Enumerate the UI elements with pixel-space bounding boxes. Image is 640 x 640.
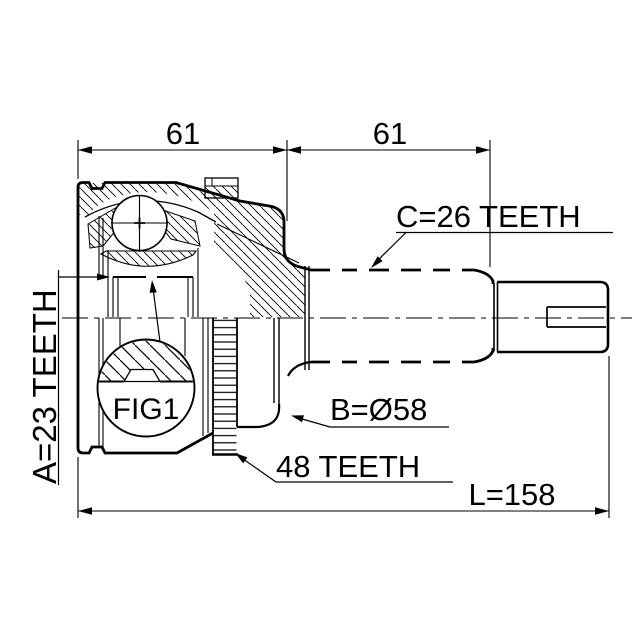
label-b-text: B=Ø58: [330, 392, 427, 427]
label-b-arrow: [291, 415, 304, 423]
outer-contours: [76, 181, 610, 455]
label-48-arrow: [235, 453, 248, 464]
spline-bore-edges: [113, 276, 238, 454]
label-c-arrow: [371, 256, 383, 268]
dim-61-left-value: 61: [166, 116, 200, 151]
label-a-teeth: A=23 TEETH: [26, 270, 110, 485]
abs-ring-section-top: [204, 177, 239, 199]
bell-top-contour: [76, 181, 495, 318]
abs-ring: [204, 177, 239, 456]
bell-bottom-contour: [76, 318, 214, 455]
label-c-teeth: C=26 TEETH: [371, 199, 613, 268]
dim-61-right-value: 61: [373, 116, 407, 151]
dimension-61-right: 61: [287, 116, 491, 267]
inner-race-section: [99, 250, 198, 267]
label-48-text: 48 TEETH: [276, 449, 420, 484]
shaft-bottom-edge: [311, 348, 495, 364]
label-b-diameter: B=Ø58: [291, 392, 449, 428]
stub-slot: [546, 306, 606, 328]
label-48-teeth: 48 TEETH: [235, 449, 453, 484]
ball-bearing: [111, 194, 168, 252]
shaft-spline-marks: [330, 267, 462, 365]
dimension-61-left: 61: [77, 116, 288, 221]
label-a-arrow: [97, 273, 110, 281]
stub-shaft-outline: [497, 280, 610, 354]
label-c-text: C=26 TEETH: [396, 199, 581, 234]
dim-length-value: L=158: [468, 477, 555, 512]
shaft-groove: [493, 282, 499, 352]
spline-tooth-profile: [122, 368, 162, 383]
label-a-text: A=23 TEETH: [26, 289, 63, 484]
fig1-label: FIG1: [113, 393, 180, 426]
abs-ring-ribs: [213, 318, 237, 454]
fig1-leader-arrow: [149, 280, 157, 293]
dimension-overall-length: L=158: [77, 356, 610, 518]
